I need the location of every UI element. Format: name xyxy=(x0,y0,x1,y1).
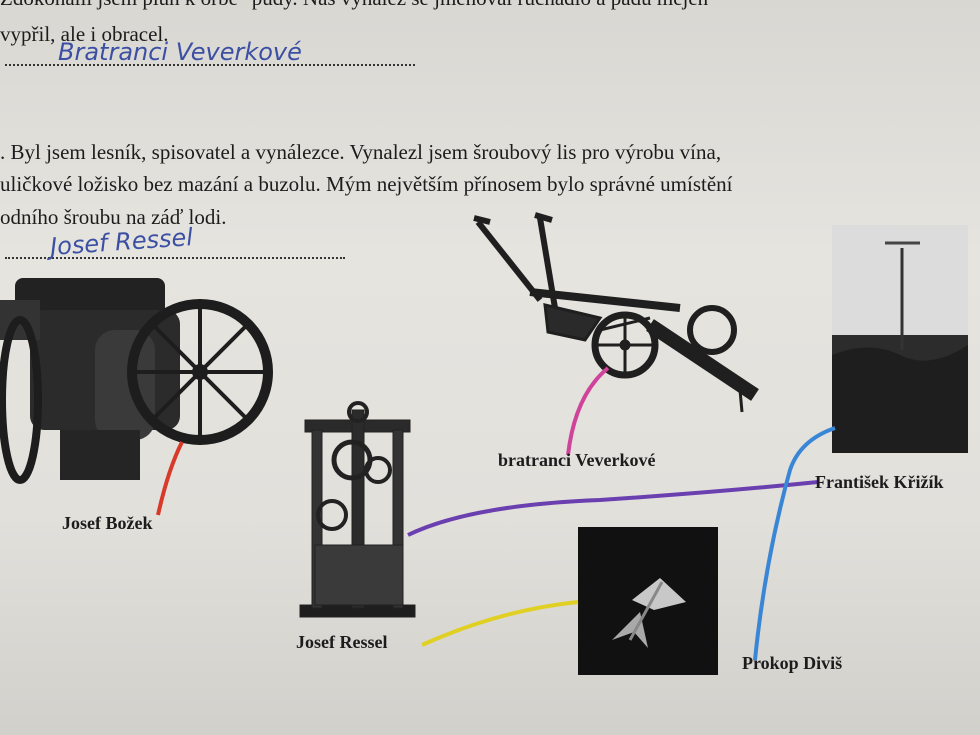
label-prokop-divis: Prokop Diviš xyxy=(742,653,843,673)
plough-illustration xyxy=(473,212,759,413)
label-frantisek-krizik: František Křižík xyxy=(815,472,944,492)
answer-dotted-line-1 xyxy=(5,64,415,66)
question-2-line-2: uličkové ložisko bez mazání a buzolu. Mý… xyxy=(0,172,733,196)
yellow-matching-line xyxy=(421,600,579,647)
question-2-line-1: . Byl jsem lesník, spisovatel a vynálezc… xyxy=(0,140,722,164)
screw-press-illustration xyxy=(299,401,416,618)
purple-matching-line xyxy=(407,480,819,537)
question-2-line-3: odního šroubu na záď lodi. xyxy=(0,205,227,229)
text-line-ruchadlo: vypřil, ale i obracel. xyxy=(0,22,169,46)
propeller-photo xyxy=(578,527,718,675)
red-matching-line xyxy=(156,441,184,516)
pink-matching-line xyxy=(566,366,610,456)
tower-photo xyxy=(832,225,968,453)
blue-matching-line xyxy=(753,426,836,661)
answer-dotted-line-2 xyxy=(5,257,345,259)
cut-text-line: Zdokonalil jsem pluh k orbě "půdy. Nás v… xyxy=(0,0,708,11)
label-josef-ressel: Josef Ressel xyxy=(296,632,388,652)
handwritten-answer-1: Bratranci Veverkové xyxy=(58,38,302,66)
label-bratranci-veverkove: bratranci Veverkové xyxy=(498,450,656,470)
label-josef-bozek: Josef Božek xyxy=(62,513,153,533)
steam-car-illustration xyxy=(0,278,273,484)
